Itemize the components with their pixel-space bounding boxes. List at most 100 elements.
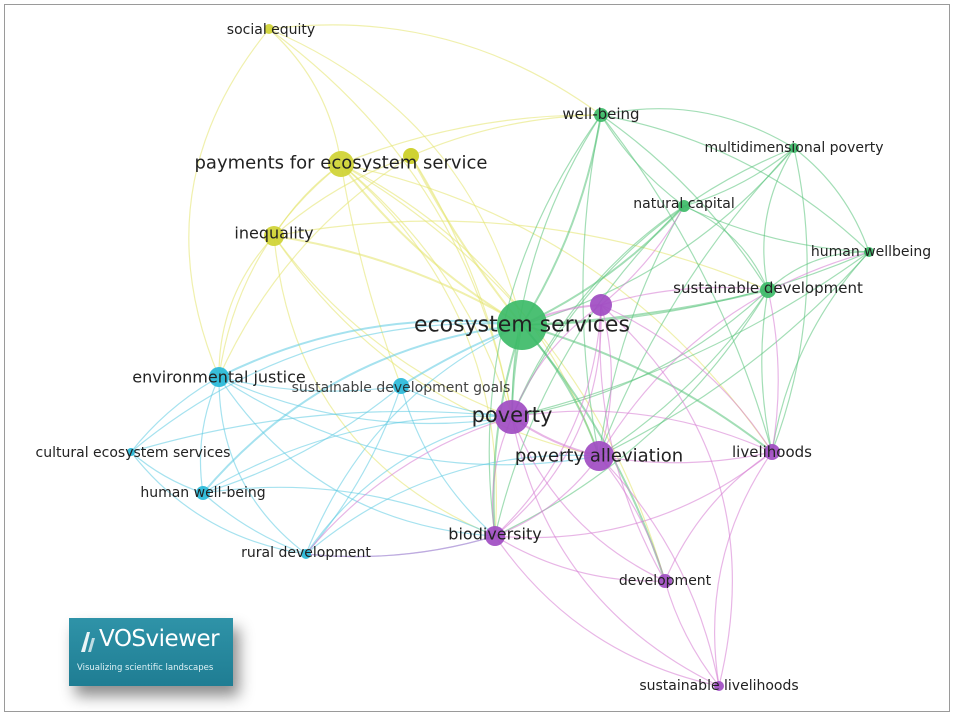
link-natural-capital-biodiversity <box>494 205 685 537</box>
link-livelihoods-biodiversity <box>494 451 773 539</box>
link-human-well-being-rural-development <box>202 492 307 555</box>
link-natural-capital-poverty-alleviation <box>598 205 685 457</box>
node-livelihoods[interactable] <box>764 444 780 460</box>
link-inequality-poverty <box>273 235 513 418</box>
node-human-well-being[interactable] <box>196 486 210 500</box>
link-rural-development-poverty-alleviation <box>305 454 600 555</box>
link-unlabeled-purple-sustainable-development <box>600 286 769 306</box>
node-development[interactable] <box>658 574 672 588</box>
node-multidimensional-poverty[interactable] <box>789 143 799 153</box>
label-social-equity[interactable]: social equity <box>227 22 315 38</box>
link-well-being-livelihoods <box>600 114 773 453</box>
node-rural-development[interactable] <box>301 549 311 559</box>
link-inequality-biodiversity <box>273 235 496 537</box>
label-multidimensional-poverty[interactable]: multidimensional poverty <box>704 140 883 156</box>
link-social-equity-environmental-justice <box>188 28 270 378</box>
link-natural-capital-sustainable-development <box>683 205 769 291</box>
link-development-sustainable-livelihoods <box>664 580 720 687</box>
label-ecosystem-services[interactable]: ecosystem services <box>414 313 630 338</box>
logo-tagline: Visualizing scientific landscapes <box>77 663 214 673</box>
node-environmental-justice[interactable] <box>209 367 229 387</box>
label-livelihoods[interactable]: livelihoods <box>732 443 812 461</box>
node-ecosystem-services[interactable] <box>497 300 547 350</box>
link-sustainable-development-livelihoods <box>761 289 773 453</box>
node-secondary-yellow[interactable] <box>403 148 419 164</box>
link-human-wellbeing-poverty <box>511 251 870 418</box>
link-poverty-rural-development <box>305 416 513 555</box>
label-cultural-ecosystem-services[interactable]: cultural ecosystem services <box>36 445 231 461</box>
label-natural-capital[interactable]: natural capital <box>633 196 735 212</box>
label-biodiversity[interactable]: biodiversity <box>448 525 541 544</box>
link-human-wellbeing-livelihoods <box>771 251 870 453</box>
label-poverty-alleviation[interactable]: poverty alleviation <box>515 446 683 467</box>
link-poverty-livelihoods <box>511 410 773 453</box>
link-livelihoods-sustainable-development <box>767 289 779 453</box>
link-multidimensional-poverty-natural-capital <box>683 147 795 207</box>
link-ecosystem-services-livelihoods <box>521 324 773 453</box>
label-sustainable-development[interactable]: sustainable development <box>673 279 863 297</box>
node-natural-capital[interactable] <box>678 200 690 212</box>
link-unlabeled-purple-natural-capital <box>600 205 685 306</box>
label-rural-development[interactable]: rural development <box>241 545 371 561</box>
label-human-well-being[interactable]: human well-being <box>140 485 265 501</box>
node-social-equity[interactable] <box>264 24 274 34</box>
label-well-being[interactable]: well-being <box>562 105 639 123</box>
label-sustainable-development-goals[interactable]: sustainable development goals <box>292 380 511 396</box>
logo-title: VOSviewer <box>99 626 220 652</box>
link-well-being-sustainable-development <box>600 114 769 291</box>
label-environmental-justice[interactable]: environmental justice <box>132 368 306 387</box>
link-payments-for-ecosystem-service-well-being <box>340 114 602 165</box>
link-cultural-ecosystem-services-rural-development <box>130 451 307 555</box>
node-unlabeled-purple[interactable] <box>590 294 612 316</box>
label-human-wellbeing[interactable]: human wellbeing <box>811 244 931 260</box>
link-poverty-alleviation-development <box>598 455 666 582</box>
network-map[interactable]: social equity payments for ecosystem serv… <box>5 5 951 713</box>
link-_extra-yellow-environmental-justice <box>218 155 412 378</box>
vosviewer-mark-icon <box>81 632 95 652</box>
link-payments-for-ecosystem-service-sustainable-development-goals <box>340 163 402 387</box>
link-well-being-human-wellbeing <box>600 114 870 253</box>
link-_extra-yellow-inequality <box>273 155 412 237</box>
vosviewer-logo: VOSviewer Visualizing scientific landsca… <box>69 618 233 686</box>
link-environmental-justice-human-well-being <box>199 376 220 494</box>
label-development[interactable]: development <box>619 573 712 589</box>
link-_extra-yellow-well-being <box>410 114 602 157</box>
link-cultural-ecosystem-services-human-well-being <box>130 451 204 494</box>
link-environmental-justice-sustainable-development-goals <box>218 376 402 392</box>
node-cultural-ecosystem-services[interactable] <box>127 448 135 456</box>
node-sustainable-development[interactable] <box>760 282 776 298</box>
node-poverty-alleviation[interactable] <box>584 441 614 471</box>
network-map-frame: social equity payments for ecosystem serv… <box>4 4 950 712</box>
node-sustainable-livelihoods[interactable] <box>714 681 724 691</box>
link-human-well-being-biodiversity <box>202 486 496 537</box>
link-poverty-sustainable-livelihoods <box>511 416 720 687</box>
node-human-wellbeing[interactable] <box>864 247 874 257</box>
link-poverty-unlabeled-purple <box>511 304 602 418</box>
link-environmental-justice-poverty <box>218 376 513 425</box>
link-livelihoods-development <box>664 451 773 582</box>
link-payments-for-ecosystem-service-livelihoods <box>340 163 773 453</box>
link-well-being-natural-capital <box>600 114 685 207</box>
link-social-equity-ecosystem-services <box>268 28 523 326</box>
node-payments-for-ecosystem-service[interactable] <box>328 151 354 177</box>
node-well-being[interactable] <box>594 108 608 122</box>
label-sustainable-livelihoods[interactable]: sustainable livelihoods <box>639 678 798 694</box>
label-payments-for-ecosystem-service[interactable]: payments for ecosystem service <box>194 153 487 174</box>
node-biodiversity[interactable] <box>485 526 505 546</box>
link-unlabeled-purple-sustainable-livelihoods <box>600 304 733 687</box>
label-poverty[interactable]: poverty <box>472 403 553 427</box>
link-multidimensional-poverty-human-wellbeing <box>793 147 870 253</box>
link-_extra-yellow-poverty <box>410 155 513 418</box>
link-biodiversity-development <box>494 535 666 582</box>
node-sustainable-development-goals[interactable] <box>393 378 409 394</box>
link-multidimensional-poverty-poverty-alleviation <box>598 147 795 457</box>
label-inequality[interactable]: inequality <box>234 224 313 243</box>
link-payments-for-ecosystem-service-ecosystem-services <box>340 163 523 326</box>
link-well-being-multidimensional-poverty <box>600 108 795 149</box>
link-payments-for-ecosystem-service-poverty <box>340 163 513 418</box>
node-inequality[interactable] <box>264 226 284 246</box>
link-natural-capital-human-wellbeing <box>683 205 870 253</box>
link-human-wellbeing-poverty-alleviation <box>598 251 870 457</box>
link-_extra-yellow-ecosystem-services <box>410 155 523 326</box>
node-poverty[interactable] <box>495 400 529 434</box>
